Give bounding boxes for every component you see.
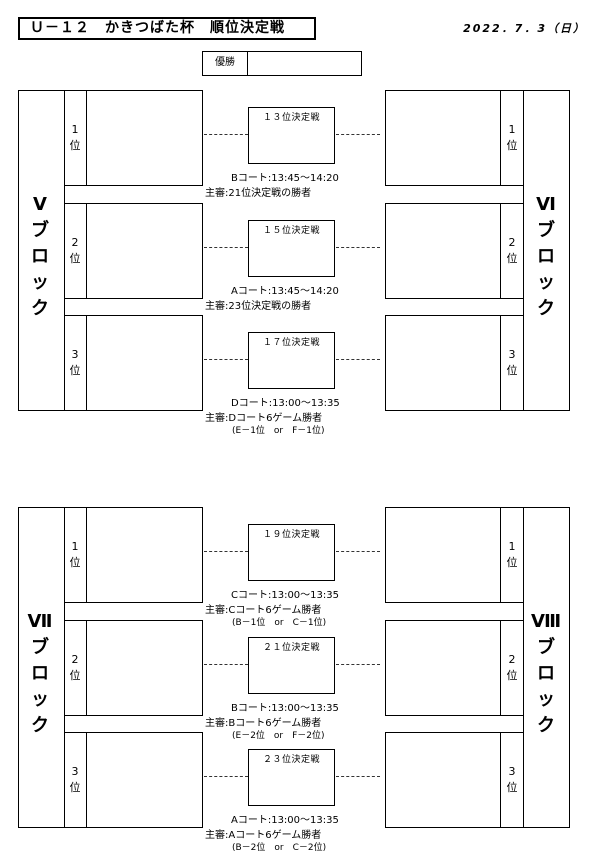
match-referee-note: (B－1位 or C－1位)	[232, 618, 327, 628]
right-rank-cell	[500, 507, 524, 603]
right-rank-cell	[500, 315, 524, 411]
left-team-box	[86, 732, 203, 828]
right-team-box	[385, 620, 501, 716]
right-rank-cell	[500, 620, 524, 716]
right-team-box	[385, 203, 501, 299]
left-team-box	[86, 507, 203, 603]
left-team-box	[86, 620, 203, 716]
right-team-box	[385, 507, 501, 603]
match-referee: 主審:23位決定戦の勝者	[205, 301, 312, 312]
right-connector	[336, 776, 380, 777]
left-connector	[204, 247, 248, 248]
left-connector	[204, 359, 248, 360]
winner-label: 優勝	[202, 51, 248, 76]
match-referee-note: (E－1位 or F－1位)	[232, 426, 325, 436]
match-box: １７位決定戦	[248, 332, 335, 389]
match-title: １９位決定戦	[262, 530, 320, 540]
match-court: Dコート:13:00～13:35	[231, 398, 340, 409]
match-court: Aコート:13:00～13:35	[231, 815, 339, 826]
match-box: １３位決定戦	[248, 107, 335, 164]
right-team-box	[385, 732, 501, 828]
match-court: Aコート:13:45～14:20	[231, 286, 339, 297]
match-referee-note: (B－2位 or C－2位)	[232, 843, 327, 853]
left-team-box	[86, 203, 203, 299]
match-referee: 主審:21位決定戦の勝者	[205, 188, 312, 199]
left-block-frame	[18, 90, 65, 411]
left-connector	[204, 776, 248, 777]
right-connector	[336, 359, 380, 360]
match-referee: 主審:Cコート6ゲーム勝者	[205, 605, 322, 616]
left-connector	[204, 551, 248, 552]
left-connector	[204, 134, 248, 135]
match-court: Cコート:13:00～13:35	[231, 590, 339, 601]
left-team-box	[86, 315, 203, 411]
right-rank-cell	[500, 203, 524, 299]
match-court: Bコート:13:00～13:35	[231, 703, 339, 714]
winner-box	[247, 51, 362, 76]
match-referee: 主審:Bコート6ゲーム勝者	[205, 718, 322, 729]
match-box: １９位決定戦	[248, 524, 335, 581]
match-court: Bコート:13:45～14:20	[231, 173, 339, 184]
match-box: ２３位決定戦	[248, 749, 335, 806]
right-connector	[336, 551, 380, 552]
match-box: ２１位決定戦	[248, 637, 335, 694]
match-referee-note: (E－2位 or F－2位)	[232, 731, 325, 741]
event-date: 2022．7．3（日）	[463, 22, 586, 35]
match-title: １７位決定戦	[262, 338, 320, 348]
match-title: ２１位決定戦	[262, 643, 320, 653]
match-referee: 主審:Dコート6ゲーム勝者	[205, 413, 323, 424]
match-referee: 主審:Aコート6ゲーム勝者	[205, 830, 322, 841]
match-box: １５位決定戦	[248, 220, 335, 277]
match-title: ２３位決定戦	[262, 755, 320, 765]
right-rank-cell	[500, 90, 524, 186]
page-title: Ｕ－１２ かきつばた杯 順位決定戦	[18, 17, 316, 40]
right-connector	[336, 247, 380, 248]
match-title: １３位決定戦	[262, 113, 320, 123]
right-rank-cell	[500, 732, 524, 828]
right-connector	[336, 664, 380, 665]
left-connector	[204, 664, 248, 665]
right-team-box	[385, 315, 501, 411]
right-connector	[336, 134, 380, 135]
match-title: １５位決定戦	[262, 226, 320, 236]
right-team-box	[385, 90, 501, 186]
left-team-box	[86, 90, 203, 186]
